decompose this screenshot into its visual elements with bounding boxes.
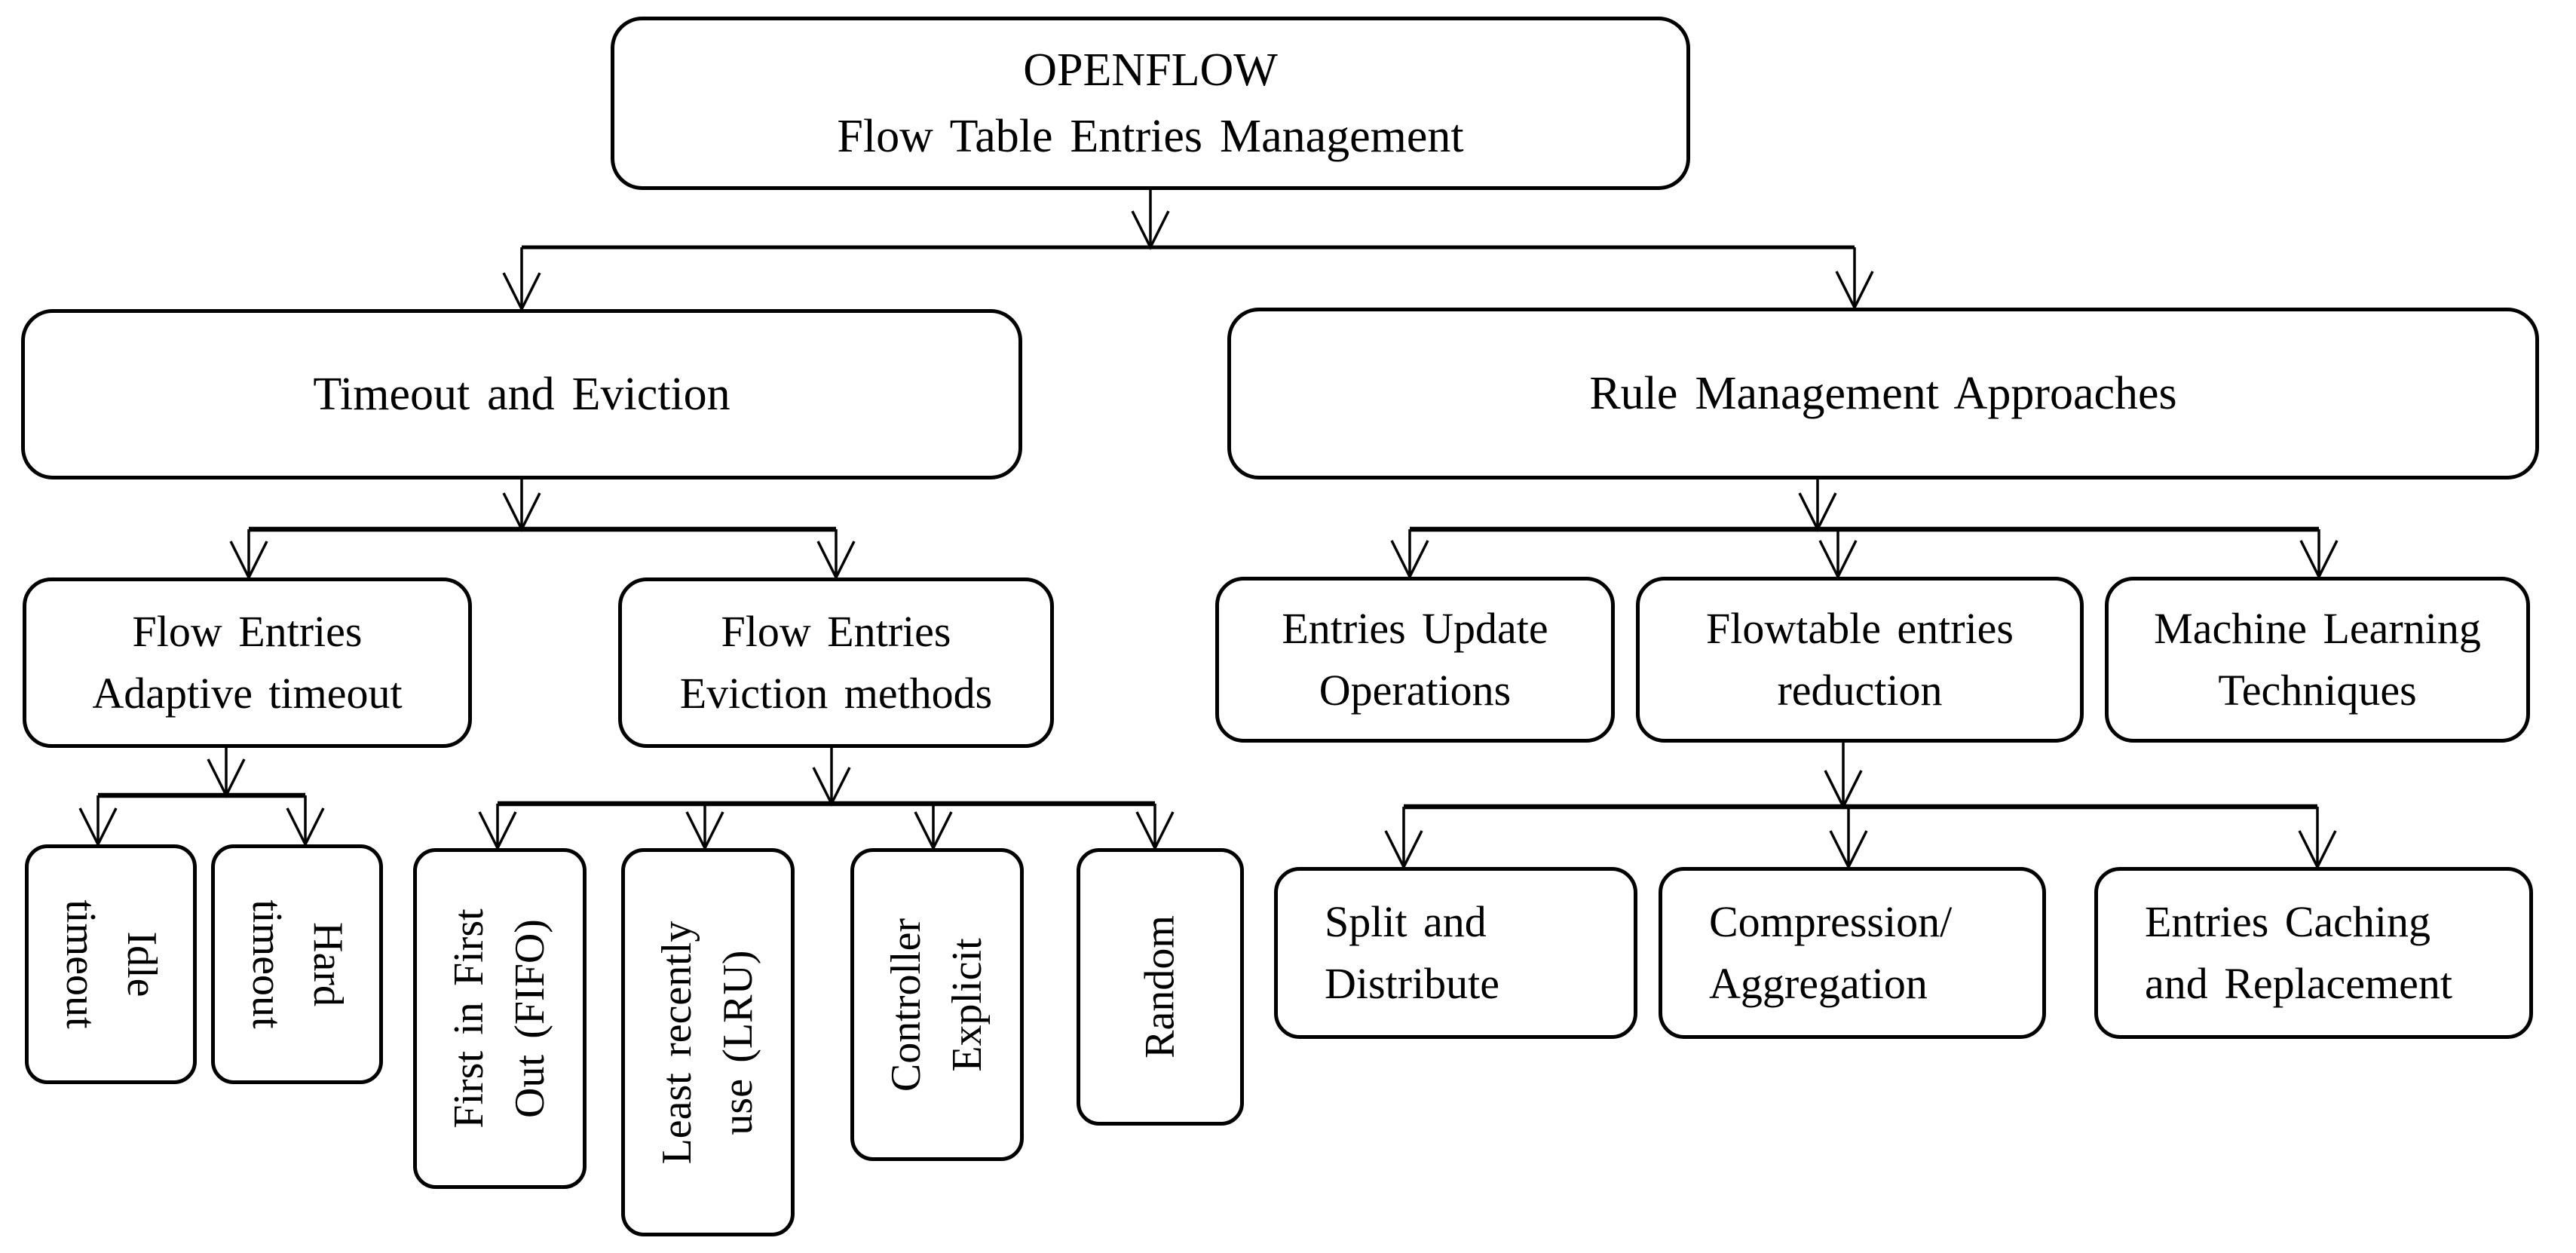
node-lru: Least recently use (LRU) bbox=[621, 848, 795, 1236]
connector-adaptive-to-children bbox=[78, 748, 325, 847]
node-label-line1: Timeout and Eviction bbox=[313, 368, 731, 420]
node-rule-management-approaches: Rule Management Approaches bbox=[1227, 308, 2539, 479]
connector-rulemgmt-to-children bbox=[1390, 479, 2339, 580]
node-label-line1: Entries Update bbox=[1282, 603, 1548, 653]
node-label-line1: Entries Caching bbox=[2145, 896, 2431, 946]
node-random: Random bbox=[1077, 848, 1244, 1126]
node-label-line2: Adaptive timeout bbox=[92, 669, 403, 718]
node-label-line2: use (LRU) bbox=[715, 949, 761, 1135]
node-label-line1: First in First bbox=[445, 908, 492, 1129]
node-label-line2: Out (FIFO) bbox=[507, 919, 553, 1118]
node-label-line1: Rule Management Approaches bbox=[1589, 367, 2177, 419]
rotated-label: Least recently use (LRU) bbox=[647, 858, 769, 1227]
connector-timeout-to-children bbox=[229, 479, 856, 581]
node-entries-caching-replacement: Entries Caching and Replacement bbox=[2094, 867, 2533, 1039]
node-flow-entries-eviction-methods: Flow Entries Eviction methods bbox=[618, 577, 1054, 748]
node-label-line2: Aggregation bbox=[1709, 959, 1928, 1008]
node-openflow-root: OPENFLOW Flow Table Entries Management bbox=[611, 17, 1690, 190]
node-entries-update-operations: Entries Update Operations bbox=[1215, 577, 1615, 743]
node-label-line2: Eviction methods bbox=[679, 669, 993, 718]
node-label-line2: Techniques bbox=[2218, 666, 2417, 715]
node-label-line2: and Replacement bbox=[2145, 959, 2452, 1008]
node-label-line1: Flow Entries bbox=[132, 606, 363, 656]
node-fifo: First in First Out (FIFO) bbox=[413, 848, 587, 1189]
node-label-line1: Least recently bbox=[653, 921, 700, 1164]
node-label-line2: timeout bbox=[57, 899, 104, 1029]
node-label-line1: Machine Learning bbox=[2154, 603, 2481, 653]
node-label-line2: timeout bbox=[244, 899, 290, 1029]
node-label-line1: Idle bbox=[118, 931, 166, 997]
node-label-line2: Distribute bbox=[1325, 959, 1499, 1008]
connector-reduction-to-children bbox=[1384, 743, 2337, 870]
node-timeout-and-eviction: Timeout and Eviction bbox=[21, 309, 1022, 479]
connector-root-to-level1 bbox=[502, 190, 1874, 312]
rotated-label: First in First Out (FIFO) bbox=[439, 856, 561, 1181]
node-label-line2: Flow Table Entries Management bbox=[837, 111, 1464, 162]
node-label-line1: Controller bbox=[882, 918, 930, 1092]
node-idle-timeout: Idle timeout bbox=[25, 844, 197, 1084]
node-hard-timeout: Hard timeout bbox=[211, 844, 383, 1084]
node-label-line1: OPENFLOW bbox=[1023, 44, 1278, 96]
node-label-line2: Explicit bbox=[944, 937, 991, 1072]
node-label-line1: Compression/ bbox=[1709, 896, 1953, 946]
node-label-line1: Split and bbox=[1325, 896, 1487, 946]
node-flow-entries-adaptive-timeout: Flow Entries Adaptive timeout bbox=[23, 577, 472, 748]
rotated-label: Hard timeout bbox=[236, 851, 358, 1077]
node-compression-aggregation: Compression/ Aggregation bbox=[1659, 867, 2046, 1039]
node-label-line1: Flowtable entries bbox=[1705, 603, 2014, 653]
node-label-line1: Flow Entries bbox=[721, 606, 951, 656]
rotated-label: Idle timeout bbox=[50, 851, 172, 1077]
rotated-label: Random bbox=[1129, 859, 1190, 1115]
node-label-line1: Random bbox=[1136, 915, 1184, 1058]
connector-eviction-to-children bbox=[478, 748, 1175, 851]
node-flowtable-entries-reduction: Flowtable entries reduction bbox=[1636, 577, 2084, 743]
node-controller-explicit: Controller Explicit bbox=[850, 848, 1024, 1161]
node-label-line1: Hard bbox=[305, 922, 352, 1006]
node-label-line2: reduction bbox=[1777, 666, 1943, 715]
node-label-line2: Operations bbox=[1319, 666, 1512, 715]
node-machine-learning-techniques: Machine Learning Techniques bbox=[2105, 577, 2530, 743]
rotated-label: Controller Explicit bbox=[876, 856, 998, 1153]
node-split-and-distribute: Split and Distribute bbox=[1274, 867, 1637, 1039]
